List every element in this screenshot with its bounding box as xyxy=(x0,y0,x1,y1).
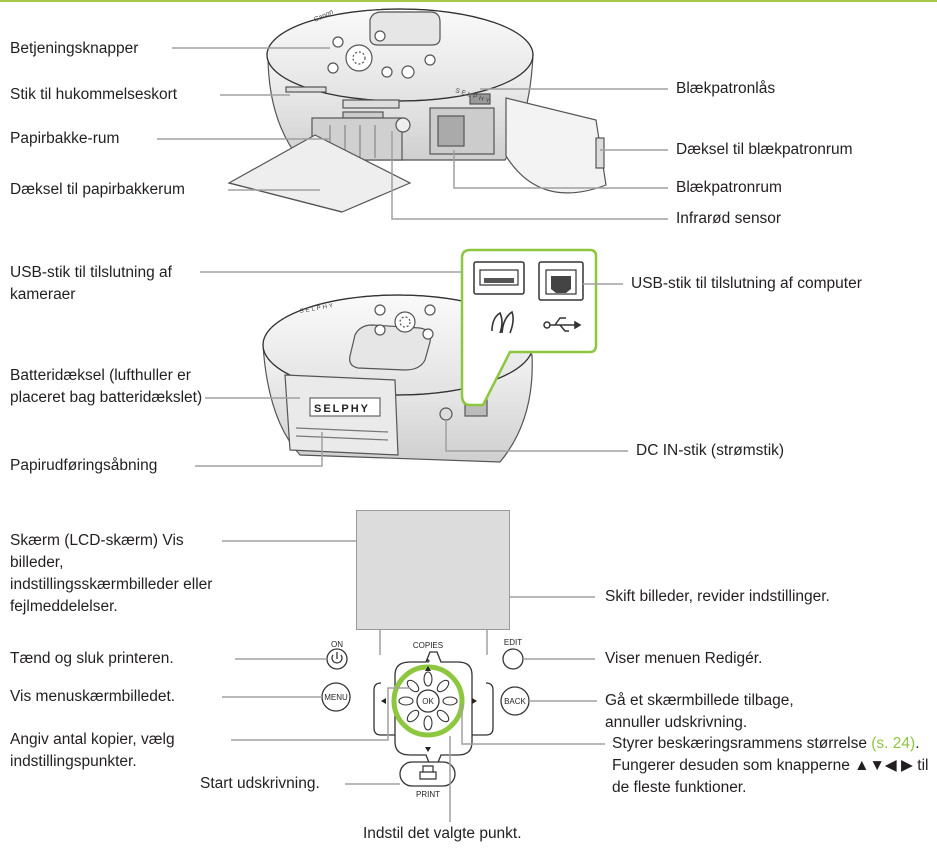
label-back: Gå et skærmbillede tilbage, annuller uds… xyxy=(605,692,794,731)
label-screen: Skærm (LCD-skærm) Vis billeder, indstill… xyxy=(10,532,213,615)
label-cartridge-lock: Blækpatronlås xyxy=(676,80,776,97)
label-dc-in: DC IN-stik (strømstik) xyxy=(636,442,785,459)
top-rule xyxy=(0,0,937,2)
menu-button-label: MENU xyxy=(324,693,348,702)
page-reference-link[interactable]: (s. 24) xyxy=(871,735,916,752)
label-tray-cover: Dæksel til papirbakkerum xyxy=(10,181,185,198)
label-cartridge-compartment: Blækpatronrum xyxy=(676,179,782,196)
copies-button-label: COPIES xyxy=(413,641,443,650)
print-button-label: PRINT xyxy=(416,790,440,799)
edit-button-label: EDIT xyxy=(504,638,522,647)
label-switch-images: Skift billeder, revider indstillinger. xyxy=(605,588,830,605)
control-panel-illustration xyxy=(321,648,530,787)
section1-leaders xyxy=(157,47,668,220)
label-edit-menu: Viser menuen Redigér. xyxy=(605,650,763,667)
battery-cover-model-text: SELPHY xyxy=(314,403,370,415)
label-set-item: Indstil det valgte punkt. xyxy=(363,825,522,842)
label-start-print: Start udskrivning. xyxy=(200,775,320,792)
label-crop-frame: Styrer beskæringsrammens størrelse (s. 2… xyxy=(612,733,932,799)
label-usb-computer: USB-stik til tilslutning af computer xyxy=(631,275,862,292)
label-battery-cover: Batteridæksel (lufthuller er placeret ba… xyxy=(10,367,203,406)
ok-button-label: OK xyxy=(422,697,434,706)
lcd-screen-illustration xyxy=(356,510,510,630)
crop-text-post: . Fungerer desuden som knapperne ▲▼◀ ▶ t… xyxy=(612,735,929,796)
section2-leaders xyxy=(195,271,628,467)
control-panel-button-texts: ON COPIES EDIT MENU OK BACK PRINT xyxy=(324,638,526,799)
label-power: Tænd og sluk printeren. xyxy=(10,650,174,667)
label-menu: Vis menuskærmbilledet. xyxy=(10,688,176,705)
section3-leaders xyxy=(222,540,605,822)
label-controls: Betjeningsknapper xyxy=(10,40,139,57)
usb-callout xyxy=(460,248,598,407)
label-paper-exit: Papirudføringsåbning xyxy=(10,457,158,474)
back-button-label: BACK xyxy=(504,697,526,706)
on-button-label: ON xyxy=(331,640,343,649)
crop-text-pre: Styrer beskæringsrammens størrelse xyxy=(612,735,872,752)
label-usb-camera: USB-stik til tilslutning af kameraer xyxy=(10,264,172,303)
printer-top-illustration xyxy=(227,8,607,213)
label-tray-compartment: Papirbakke-rum xyxy=(10,130,120,147)
label-cartridge-cover: Dæksel til blækpatronrum xyxy=(676,141,853,158)
label-infrared-sensor: Infrarød sensor xyxy=(676,210,782,227)
label-copies: Angiv antal kopier, vælg indstillingspun… xyxy=(10,731,175,770)
label-card-slots: Stik til hukommelseskort xyxy=(10,86,178,103)
